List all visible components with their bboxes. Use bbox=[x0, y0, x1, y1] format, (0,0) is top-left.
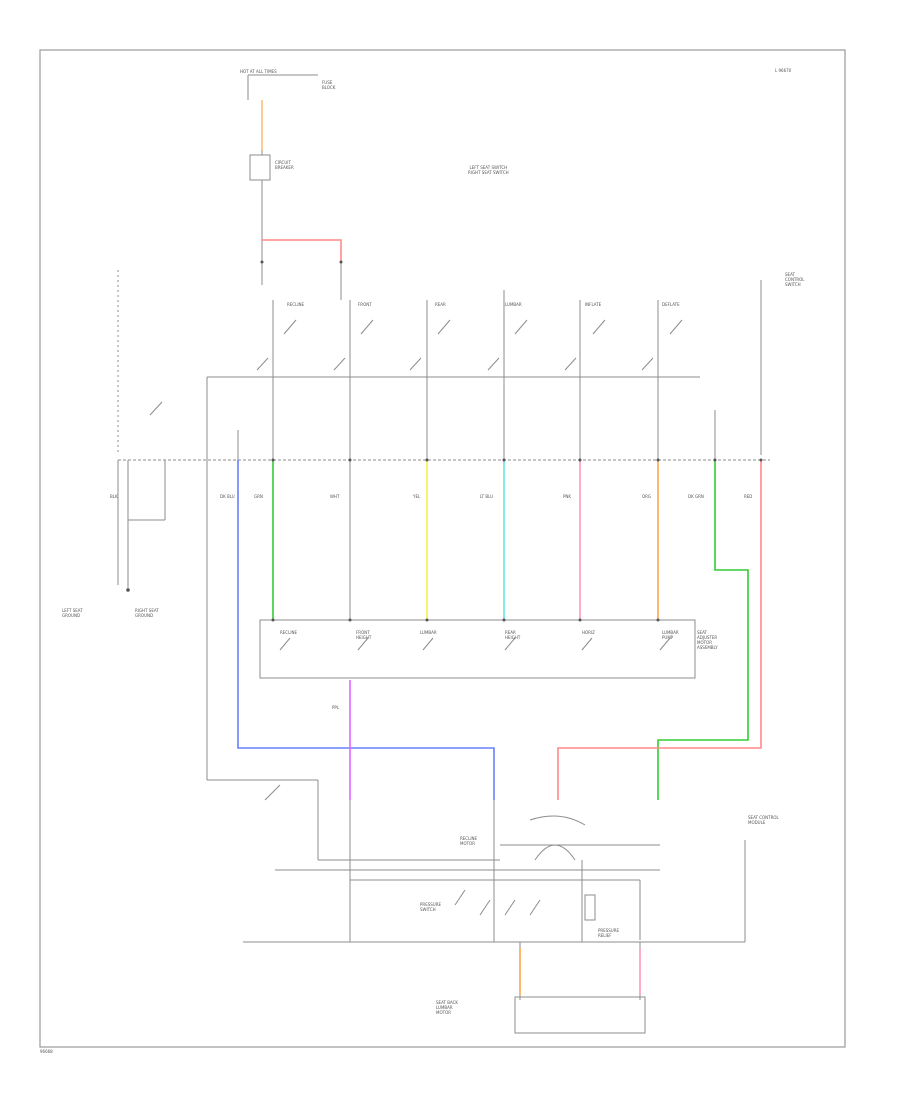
recline-motor-label: RECLINE MOTOR bbox=[460, 836, 478, 846]
wire-label-pnk: PNK bbox=[563, 494, 572, 499]
adjuster-assembly-label: SEAT ADJUSTER MOTOR ASSEMBLY bbox=[697, 630, 718, 650]
motor-label-5: HORIZ bbox=[582, 630, 595, 635]
circuit-breaker-box bbox=[249, 154, 271, 181]
wire-label-grn: GRN bbox=[254, 494, 263, 499]
diagram-title: LEFT SEAT SWITCH RIGHT SEAT SWITCH bbox=[468, 165, 509, 175]
left-switch-contact bbox=[264, 784, 281, 801]
motor-label-1: RECLINE bbox=[280, 630, 298, 635]
motor-assembly-box bbox=[259, 619, 696, 679]
ground-right-label: RIGHT SEAT GROUND bbox=[135, 608, 159, 618]
lumbar-switch-box bbox=[514, 996, 646, 1034]
switch-header-3: REAR bbox=[435, 302, 446, 307]
motor-contacts bbox=[279, 637, 671, 651]
diagram-id: L 96670 bbox=[775, 68, 792, 73]
wire-label-ppl: PPL bbox=[332, 705, 340, 710]
wire-label-org: ORG bbox=[642, 494, 652, 499]
wire-label-red: RED bbox=[744, 494, 753, 499]
hot-at-all-times-label: HOT AT ALL TIMES bbox=[240, 69, 277, 74]
switch-header-1: RECLINE bbox=[287, 302, 305, 307]
seat-switch-label: SEAT CONTROL SWITCH bbox=[785, 272, 805, 287]
circuit-breaker-label: CIRCUIT BREAKER bbox=[275, 160, 294, 170]
motor-label-3: LUMBAR bbox=[420, 630, 437, 635]
dk-blu-wire bbox=[237, 460, 495, 800]
switch-header-6: DEFLATE bbox=[662, 302, 680, 307]
motor-label-2: FRONT HEIGHT bbox=[356, 630, 372, 640]
pressure-relief-label: PRESSURE RELIEF bbox=[598, 928, 620, 938]
red-wire-right bbox=[557, 460, 762, 800]
control-contact bbox=[529, 815, 586, 826]
switch-header-2: FRONT bbox=[358, 302, 372, 307]
wire-label-lt-blu: LT BLU bbox=[480, 494, 494, 499]
pressure-relief-box bbox=[584, 894, 596, 921]
switch-contacts-row-1 bbox=[283, 319, 683, 335]
switch-header-5: INFLATE bbox=[585, 302, 602, 307]
wire-label-yel: YEL bbox=[413, 494, 421, 499]
diagram-frame bbox=[39, 49, 846, 1048]
control-module-label: SEAT CONTROL MODULE bbox=[748, 815, 779, 825]
control-contact-2 bbox=[534, 844, 576, 861]
footer-code: 96668 bbox=[40, 1049, 53, 1054]
connector-dots bbox=[126, 260, 763, 622]
dk-grn-wire bbox=[657, 460, 749, 800]
wire-label-dk-blu: DK BLU bbox=[220, 494, 235, 499]
motor-label-6: LUMBAR PUMP bbox=[662, 630, 679, 640]
motor-label-4: REAR HEIGHT bbox=[505, 630, 521, 640]
pressure-switch-label: PRESSURE SWITCH bbox=[420, 902, 442, 912]
ground-left-label: LEFT SEAT GROUND bbox=[62, 608, 83, 618]
switch-contacts-row-2 bbox=[149, 357, 654, 416]
switch-header-4: LUMBAR bbox=[505, 302, 522, 307]
wire-label-blk: BLK bbox=[110, 494, 118, 499]
wire-label-dk-grn: DK GRN bbox=[688, 494, 704, 499]
red-feed-wire bbox=[262, 239, 342, 262]
fuse-label: FUSE BLOCK bbox=[322, 80, 336, 90]
pressure-contacts bbox=[454, 889, 541, 916]
seat-back-label: SEAT BACK LUMBAR MOTOR bbox=[436, 1000, 459, 1015]
wire-label-wht: WHT bbox=[330, 494, 340, 499]
